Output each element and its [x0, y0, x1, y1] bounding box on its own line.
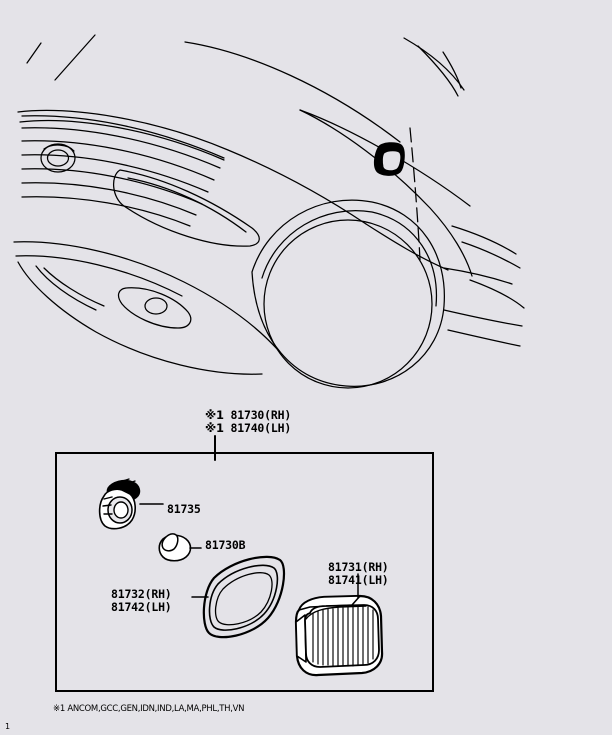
- socket-bore: [113, 501, 129, 519]
- gasket-ring-icon: [202, 555, 286, 639]
- lamp-number-lh: 81741(LH): [328, 573, 389, 587]
- emblem-top-curve: [43, 144, 75, 152]
- headlamp-outline: [113, 169, 260, 247]
- side-body-crease-3: [469, 279, 525, 309]
- lamp-number-rh: 81731(RH): [328, 560, 389, 574]
- bumper-lower-crease-2: [43, 267, 105, 307]
- windshield-base-line: [184, 41, 401, 143]
- a-pillar-line: [417, 45, 459, 97]
- lamp-part-number-label: 81731(RH)81741(LH): [328, 561, 389, 587]
- bulb-part-number-label: 81730B: [205, 538, 246, 552]
- lamp-socket-icon: [98, 478, 141, 530]
- fog-lamp-recess: [117, 287, 192, 329]
- bumper-lower-outline: [17, 261, 263, 375]
- page-number: 1: [5, 722, 11, 731]
- wheel-arch-outline: [251, 199, 445, 387]
- fender-door-shutline: [409, 127, 421, 261]
- parts-detail-illustration: [98, 435, 384, 677]
- side-body-crease-2: [461, 241, 521, 269]
- rocker-line: [443, 267, 513, 285]
- socket-ribs: [102, 496, 113, 515]
- lower-sill-line-2: [447, 329, 521, 347]
- grille-bar-4: [21, 154, 209, 193]
- bumper-lower-crease: [35, 265, 97, 311]
- lower-sill-line: [443, 309, 523, 327]
- gasket-number-rh: 81732(RH): [111, 587, 172, 601]
- lamp-housing-side: [295, 614, 307, 663]
- brand-emblem-icon: [40, 143, 76, 173]
- brand-emblem-inner-icon: [46, 149, 70, 167]
- assembly-number-rh: 81730(RH): [230, 408, 292, 422]
- gasket-part-number-label: 81732(RH)81742(LH): [111, 588, 172, 614]
- parts-detail-box: [55, 452, 434, 692]
- fog-lamp-icon: [144, 297, 168, 315]
- assembly-mark-1: ※1: [205, 408, 224, 422]
- side-marker-lamp-icon: [294, 594, 384, 677]
- lamp-housing-top: [298, 595, 361, 611]
- bulb-base: [161, 533, 179, 552]
- fender-top-line: [365, 223, 449, 271]
- grille-bar-3: [21, 140, 215, 181]
- hood-outline: [17, 109, 367, 225]
- grille-bar-5: [21, 168, 203, 205]
- gasket-number-lh: 81742(LH): [111, 600, 172, 614]
- grille-bar-6: [21, 182, 197, 216]
- assembly-part-number-label: ※1 81730(RH) ※1 81740(LH): [205, 409, 291, 435]
- socket-part-number-label: 81735: [167, 502, 201, 516]
- bumper-crease: [15, 255, 183, 297]
- assembly-mark-2: ※1: [205, 421, 224, 435]
- hood-edge-line-a: [26, 42, 42, 64]
- a-pillar-inner-line: [442, 51, 462, 89]
- assembly-number-lh: 81740(LH): [230, 421, 292, 435]
- wheel-arch-inner: [261, 210, 438, 307]
- fender-crown-line: [299, 109, 473, 277]
- vehicle-illustration: [13, 34, 525, 389]
- bulb-icon: [158, 533, 192, 562]
- front-tire-icon: [263, 219, 433, 389]
- lamp-lens-flutes: [312, 605, 374, 667]
- hood-outline-inner: [19, 119, 225, 161]
- grille-bar-2: [21, 127, 221, 169]
- footnote-region-codes: ※1 ANCOM,GCC,GEN,IDN,IND,LA,MA,PHL,TH,VN: [53, 704, 245, 714]
- roof-line: [403, 37, 465, 91]
- grille-bar-1: [21, 115, 225, 159]
- side-body-crease-1: [451, 225, 517, 255]
- side-marker-lamp-callout-icon: [373, 142, 405, 176]
- socket-tab: [119, 478, 136, 485]
- bumper-upper-edge: [13, 241, 279, 351]
- lamp-lens-rim: [305, 605, 367, 620]
- grille-bar-7: [21, 196, 191, 227]
- hood-edge-line-b: [54, 34, 96, 81]
- headlamp-inner-line: [127, 177, 247, 233]
